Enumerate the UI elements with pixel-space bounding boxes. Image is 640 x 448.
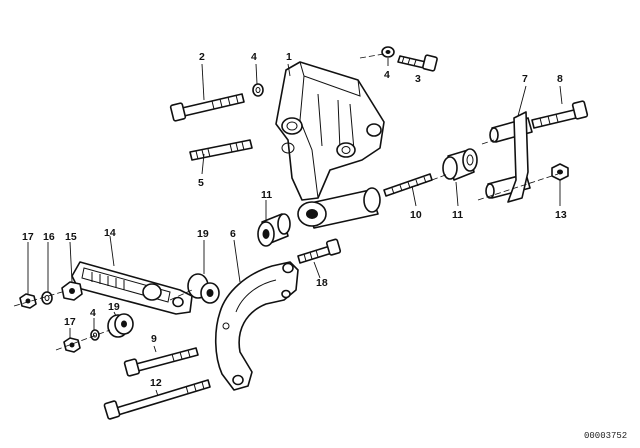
callout-4a: 4	[251, 51, 257, 63]
washer-16	[41, 291, 53, 305]
callout-12: 12	[150, 377, 162, 389]
document-number: 00003752	[584, 431, 627, 441]
bolt-8	[531, 100, 589, 129]
nut-17-lower	[63, 337, 81, 353]
callout-16: 16	[43, 231, 55, 243]
bolt-2	[169, 93, 245, 122]
bolt-12	[103, 379, 211, 420]
callout-18: 18	[316, 277, 328, 289]
callout-11b: 11	[452, 209, 463, 221]
callout-19b: 19	[108, 301, 120, 313]
callout-9: 9	[151, 333, 157, 345]
nut-15	[61, 281, 83, 301]
bolt-3	[397, 54, 438, 72]
washer-4c	[90, 329, 100, 341]
callout-4c: 4	[90, 307, 96, 319]
callout-5: 5	[198, 177, 204, 189]
bolt-9	[123, 347, 199, 377]
nut-13	[551, 163, 569, 181]
callout-13: 13	[555, 209, 567, 221]
bushing-19-upper	[187, 273, 220, 304]
callout-6: 6	[230, 228, 236, 240]
leader-lines	[27, 58, 563, 397]
stud-5	[189, 139, 253, 161]
pivot-tube	[297, 187, 381, 229]
callout-2: 2	[199, 51, 205, 63]
callout-10: 10	[410, 209, 422, 221]
callout-15: 15	[65, 231, 77, 243]
mounting-bracket	[275, 61, 385, 201]
bolt-18	[297, 238, 342, 264]
bushing-19-lower	[107, 313, 134, 338]
callout-19a: 19	[197, 228, 209, 240]
washer-4a	[252, 83, 264, 97]
tension-strap	[507, 111, 529, 203]
callout-labels: 1 2 3 4 4 4 5 6 7 8 9 10 11 11 12 13 14 …	[22, 51, 567, 389]
bushing-11-right	[442, 148, 478, 181]
pin-10	[383, 173, 433, 197]
callout-17b: 17	[64, 316, 76, 328]
adjusting-bracket-14	[71, 261, 193, 315]
callout-11a: 11	[261, 189, 272, 201]
bushing-11-left	[257, 213, 291, 247]
washer-4b	[381, 46, 395, 58]
callout-4b: 4	[384, 69, 390, 81]
adjusting-plate-6	[214, 261, 299, 391]
callout-1: 1	[286, 51, 292, 63]
callout-17a: 17	[22, 231, 34, 243]
callout-8: 8	[557, 73, 563, 85]
nut-17-left	[19, 293, 37, 309]
callout-7: 7	[522, 73, 528, 85]
callout-3: 3	[415, 73, 421, 85]
assembly-axes	[13, 53, 559, 351]
callout-14: 14	[104, 227, 116, 239]
